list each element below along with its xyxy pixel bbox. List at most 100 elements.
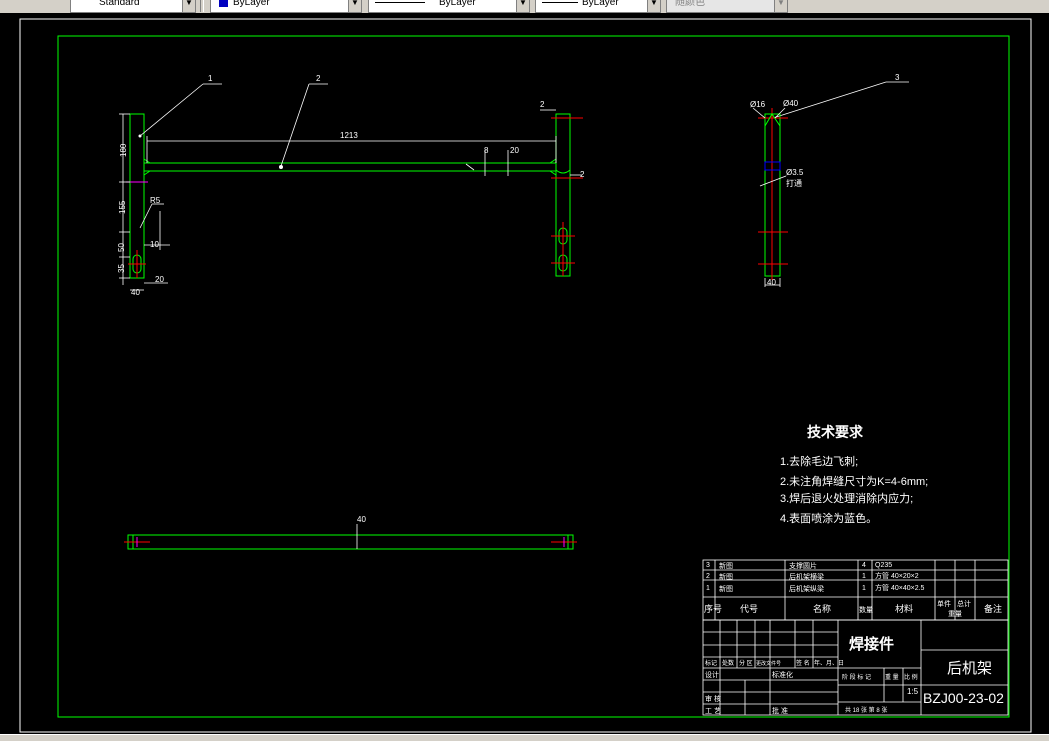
color-swatch-icon [219,0,228,7]
dim-50: 50 [117,243,126,252]
bom-row-2-no: 2 [706,573,710,580]
label-count: 处数 [722,659,734,667]
dim-180: 180 [119,143,128,157]
drawing-frame [57,35,1010,718]
linetype-value: ByLayer [439,0,476,8]
dim-d16: Ø16 [750,100,766,109]
color-combo[interactable]: ByLayer ▼ [210,0,362,13]
bom-header: 序号 代号 名称 数量 材料 单件 总计 重量 备注 [704,599,1002,618]
leader-dot [138,134,142,138]
note-item-3: 3.焊后退火处理消除内应力; [780,491,913,505]
label-mark: 标记 [705,659,717,667]
bom-row-2-code: 新图 [719,572,733,581]
text-style-combo[interactable]: Standard ▼ [70,0,196,13]
label-design: 设计 [705,670,719,679]
bom-row-1-qty: 1 [862,585,866,592]
dim-top-2: 2 [540,100,545,109]
dim-1213: 1213 [340,131,358,140]
note-item-2: 2.未注角焊缝尺寸为K=4-6mm; [780,474,928,488]
title-block-texts: 焊接件 后机架 BZJ00-23-02 1:5 标记 处数 分 区 更改文件号 … [705,635,1004,715]
scale-value: 1:5 [907,687,919,696]
bom-header-no: 序号 [704,603,722,614]
bom-header-qty: 数量 [859,605,873,614]
chevron-down-icon[interactable]: ▼ [774,0,787,12]
horizontal-beam [143,158,557,176]
label-zone: 分 区 [739,659,753,667]
plotstyle-combo[interactable]: 随颜色 ▼ [666,0,788,13]
dim-40: 40 [131,288,140,297]
side-dim-texts: Ø16 Ø40 Ø3.5 打通 40 [750,99,804,287]
bom-row-1-material: 方管 40×40×2.5 [875,583,925,592]
chevron-down-icon[interactable]: ▼ [516,0,529,12]
balloon-leaders [139,81,909,167]
color-value: ByLayer [233,0,270,8]
label-ratio: 比 例 [904,673,918,681]
bom-table [702,559,1009,621]
bom-rows: 3 新图 支撑圆片 4 Q235 2 新图 后机架横梁 1 方管 40×20×2… [706,561,925,593]
dim-d35: Ø3.5 [786,168,804,177]
bom-row-2-qty: 1 [862,573,866,580]
dim-side-40: 40 [767,278,776,287]
label-approve: 批 准 [772,706,788,715]
material-name: 焊接件 [849,635,894,653]
status-bar [0,734,1049,741]
balloon-1: 1 [208,74,213,83]
linetype-combo[interactable]: ByLayer ▼ [368,0,530,13]
properties-toolbar: Standard ▼ ByLayer ▼ ByLayer ▼ ByLayer ▼… [0,0,1049,14]
bom-row-3-no: 3 [706,562,710,569]
bom-header-total: 总计 [957,599,971,608]
front-dim-texts: 1 2 3 2 1213 8 20 2 180 155 50 35 R5 10 … [117,73,900,297]
top-view-bar [124,524,577,550]
label-standard: 标准化 [772,670,793,679]
plotstyle-value: 随颜色 [675,0,705,8]
dim-20-bottom: 20 [155,275,164,284]
label-stage: 阶 段 标 记 [842,673,871,681]
chevron-down-icon[interactable]: ▼ [182,0,195,12]
linetype-sample-icon [375,2,425,3]
dim-35: 35 [117,264,126,273]
dim-through: 打通 [786,178,802,188]
dim-d40: Ø40 [783,99,799,108]
bom-row-3-material: Q235 [875,562,892,569]
note-item-1: 1.去除毛边飞刺; [780,454,858,468]
dim-8: 8 [484,146,489,155]
bom-row-2-name: 后机架横梁 [789,572,824,581]
sheet-border [19,18,1032,733]
title-block-grid [702,619,1009,716]
dim-20: 20 [510,146,519,155]
bom-row-1-no: 1 [706,585,710,592]
bom-row-3-name: 支撑圆片 [789,561,817,570]
bom-row-1-name: 后机架纵梁 [789,584,824,593]
bom-row-3-code: 新图 [719,561,733,570]
chevron-down-icon[interactable]: ▼ [647,0,660,12]
bom-header-material: 材料 [895,603,913,614]
label-weight: 重 量 [885,673,899,681]
label-date: 年、月、日 [814,659,844,667]
part-name: 后机架 [947,660,992,677]
label-process: 工 艺 [705,707,721,715]
technical-notes: 技术要求 1.去除毛边飞刺; 2.未注角焊缝尺寸为K=4-6mm; 3.焊后退火… [780,424,928,525]
note-item-4: 4.表面喷涂为蓝色。 [780,511,877,525]
left-upright [126,113,148,279]
dim-10: 10 [150,240,159,249]
side-dimensions [752,107,787,287]
drawing-canvas[interactable]: 1 2 3 2 1213 8 20 2 180 155 50 35 R5 10 … [0,13,1049,734]
front-dimensions [119,109,582,291]
label-sign: 签 名 [796,659,810,667]
bom-row-1-code: 新图 [719,584,733,593]
chevron-down-icon[interactable]: ▼ [348,0,361,12]
label-change-doc: 更改文件号 [756,660,781,667]
lineweight-value: ByLayer [582,0,619,8]
side-view [758,108,788,280]
drawing-number: BZJ00-23-02 [923,690,1004,706]
toolbar-separator [200,0,204,12]
label-review: 审 核 [705,694,721,703]
lineweight-combo[interactable]: ByLayer ▼ [535,0,661,13]
bom-row-2-material: 方管 40×20×2 [875,571,919,580]
label-sheets: 共 18 张 第 8 张 [845,706,887,714]
bom-header-name: 名称 [813,603,831,614]
bom-header-code: 代号 [740,604,758,614]
bom-row-3-qty: 4 [862,562,866,569]
dim-r5: R5 [150,196,161,205]
right-upright [551,113,583,277]
